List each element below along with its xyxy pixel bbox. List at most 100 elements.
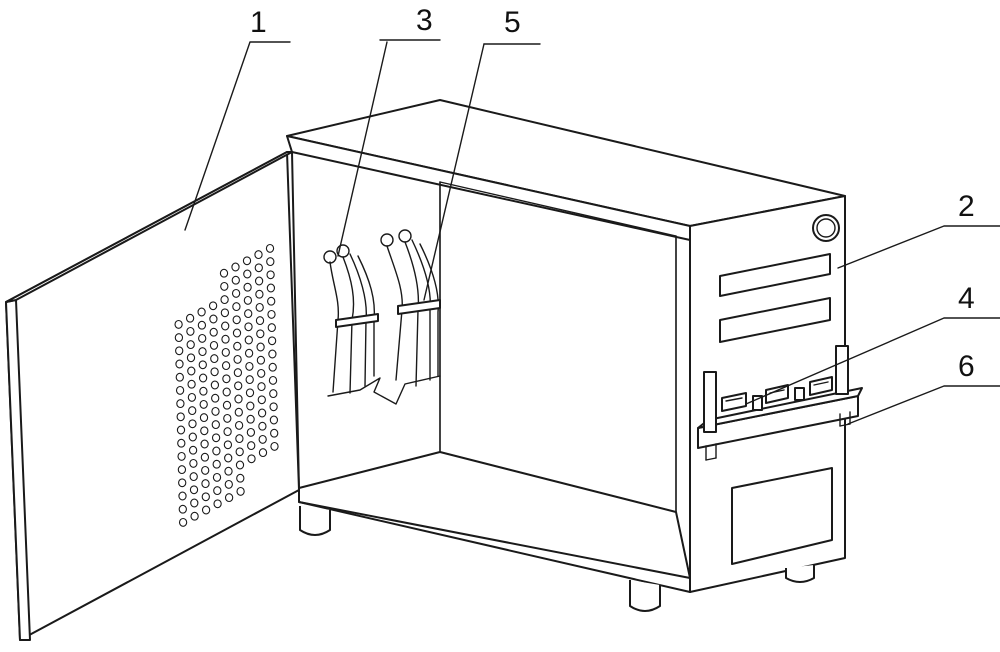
perforation-hole — [247, 454, 256, 464]
perforation-hole — [267, 323, 276, 333]
perforation-hole — [269, 402, 278, 412]
perforation-hole — [243, 269, 252, 279]
perforation-hole — [268, 362, 277, 372]
perforation-hole — [220, 308, 230, 318]
perforation-hole — [222, 400, 232, 410]
perforation-hole — [234, 394, 243, 404]
perforation-hole — [178, 504, 187, 514]
perforation-hole — [267, 309, 276, 319]
perforation-hole — [232, 328, 242, 338]
perforation-hole — [198, 347, 207, 357]
perforation-hole — [212, 459, 221, 469]
perforation-hole — [266, 270, 275, 280]
perforation-hole — [255, 289, 264, 299]
perforation-hole — [197, 320, 207, 330]
perforation-hole — [231, 275, 240, 285]
perforation-hole — [209, 314, 218, 324]
perforation-hole — [247, 441, 256, 451]
perforation-hole — [236, 473, 245, 483]
perforation-hole — [258, 448, 268, 458]
perforation-hole — [245, 375, 254, 385]
perforation-hole — [258, 421, 267, 431]
perforation-hole — [211, 393, 220, 403]
perforation-hole — [235, 460, 245, 470]
perforation-hole — [245, 388, 255, 398]
perforation-hole — [187, 379, 196, 389]
label-cable-clip: 5 — [504, 6, 521, 39]
perforation-hole — [234, 407, 243, 417]
perforation-hole — [198, 373, 208, 383]
perforation-hole — [244, 348, 254, 358]
perforation-hole — [234, 420, 244, 430]
perforation-hole — [200, 439, 209, 449]
perforation-hole — [175, 359, 184, 369]
perforation-hole — [210, 354, 219, 364]
lower-vent-panel — [731, 467, 833, 565]
perforation-hole — [208, 301, 218, 311]
drive-slot-lower — [719, 297, 831, 343]
perforation-hole — [220, 281, 229, 291]
cabinet-bottom — [298, 451, 691, 579]
drive-slot-upper — [719, 253, 831, 297]
perforation-hole — [199, 413, 209, 423]
bottom-front-edge — [298, 501, 691, 593]
perforation-hole — [221, 334, 230, 344]
perforation-hole — [220, 295, 229, 305]
power-sockets — [721, 376, 833, 412]
mounting-bracket — [697, 345, 863, 461]
perforation-hole — [213, 499, 222, 509]
perforation-hole — [198, 360, 207, 370]
perforation-hole — [187, 366, 196, 376]
perforation-hole — [186, 353, 196, 363]
perforation-hole — [187, 392, 197, 402]
perforation-hole — [223, 440, 233, 450]
perforation-hole — [222, 374, 231, 384]
perforation-hole — [185, 313, 195, 323]
label-cables: 3 — [416, 4, 433, 37]
perforation-hole — [222, 387, 231, 397]
perforation-hole — [175, 385, 185, 395]
perforation-hole — [232, 302, 241, 312]
perforation-hole — [224, 466, 233, 476]
perforation-hole — [210, 367, 219, 377]
perforation-hole — [186, 340, 195, 350]
perforation-hole — [233, 368, 243, 378]
perforation-hole — [255, 302, 264, 312]
perforation-hole — [211, 420, 220, 430]
perforation-hole — [246, 401, 255, 411]
perforation-hole — [267, 296, 276, 306]
perforation-hole — [243, 282, 252, 292]
perforation-hole — [245, 361, 254, 371]
perforation-hole — [244, 322, 253, 332]
perforation-hole — [267, 336, 277, 346]
perforation-hole — [188, 432, 197, 442]
perforation-hole — [224, 479, 233, 489]
perforation-hole — [254, 250, 263, 260]
perforation-hole — [246, 414, 255, 424]
perforation-hole — [201, 479, 210, 489]
perforation-hole — [212, 472, 222, 482]
perforation-hole — [256, 342, 265, 352]
perforation-hole — [266, 257, 275, 267]
perforation-hole — [236, 486, 245, 496]
perforation-hole — [209, 327, 218, 337]
leader-lines — [184, 39, 1000, 425]
perforation-hole — [246, 427, 256, 437]
perforation-hole — [178, 517, 188, 527]
label-front-slot: 2 — [958, 190, 975, 223]
perforation-hole — [270, 441, 279, 451]
perforation-hole — [224, 453, 233, 463]
perforation-hole — [175, 372, 184, 382]
perforation-hole — [189, 485, 199, 495]
perforation-hole — [189, 472, 198, 482]
perforation-hole — [212, 446, 221, 456]
perforation-hole — [258, 434, 267, 444]
perforation-hole — [186, 326, 195, 336]
perforation-hole — [213, 486, 222, 496]
perforation-hole — [188, 406, 197, 416]
perforation-hole — [231, 262, 240, 272]
label-door: 1 — [250, 6, 267, 39]
perforation-hole — [257, 382, 266, 392]
